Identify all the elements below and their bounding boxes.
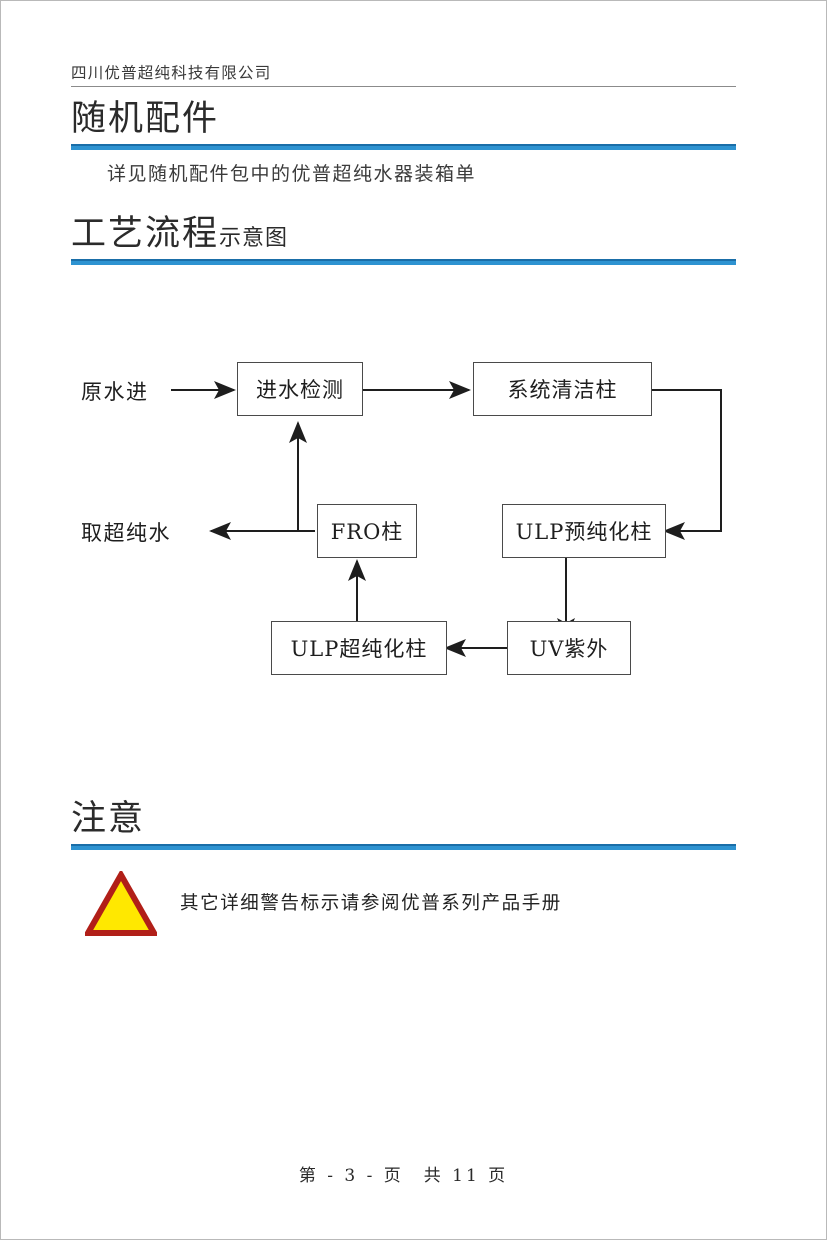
section-title-accessories: 随机配件 <box>71 99 220 139</box>
accessories-body-text: 详见随机配件包中的优普超纯水器装箱单 <box>107 163 477 185</box>
header-divider <box>71 86 736 87</box>
page-footer: 第 - 3 - 页 共 11 页 <box>298 1166 509 1186</box>
flow-connectors <box>171 381 722 657</box>
section-title-process-flow-main: 工艺流程 <box>71 214 220 254</box>
section-notice: 注意 <box>71 801 736 850</box>
section-title-process-flow-sub: 示意图 <box>219 226 289 251</box>
running-header: 四川优普超纯科技有限公司 <box>71 63 736 87</box>
flow-node-ulp-ultra[interactable]: ULP超纯化柱 <box>271 621 447 675</box>
flow-node-fro-column[interactable]: FRO柱 <box>317 504 417 558</box>
process-flow-diagram: 原水进 进水检测 系统清洁柱 取超纯水 FRO柱 ULP预纯化柱 ULP超纯化柱… <box>71 301 771 721</box>
warning-text: 其它详细警告标示请参阅优普系列产品手册 <box>180 893 562 914</box>
flow-label-inlet: 原水进 <box>81 380 149 404</box>
flow-node-uv-module[interactable]: UV紫外 <box>507 621 631 675</box>
section-title-process-flow: 工艺流程示意图 <box>71 216 736 253</box>
section-accessories: 随机配件 <box>71 101 736 150</box>
section-divider-notice <box>71 843 736 850</box>
flow-label-outlet: 取超纯水 <box>81 521 171 545</box>
warning-row: 其它详细警告标示请参阅优普系列产品手册 <box>85 871 725 941</box>
flow-node-ulp-pre[interactable]: ULP预纯化柱 <box>502 504 666 558</box>
warning-triangle-icon <box>85 871 157 936</box>
company-name: 四川优普超纯科技有限公司 <box>71 64 272 82</box>
flow-node-inlet-test[interactable]: 进水检测 <box>237 362 363 416</box>
flow-node-clean-column[interactable]: 系统清洁柱 <box>473 362 652 416</box>
page-content: 四川优普超纯科技有限公司 随机配件 详见随机配件包中的优普超纯水器装箱单 工艺流… <box>71 1 736 1239</box>
section-title-notice: 注意 <box>71 799 146 839</box>
section-divider-accessories <box>71 143 736 150</box>
section-process-flow: 工艺流程示意图 <box>71 216 736 265</box>
edge-clean-to-ulppre <box>652 389 722 540</box>
section-divider-process-flow <box>71 258 736 265</box>
